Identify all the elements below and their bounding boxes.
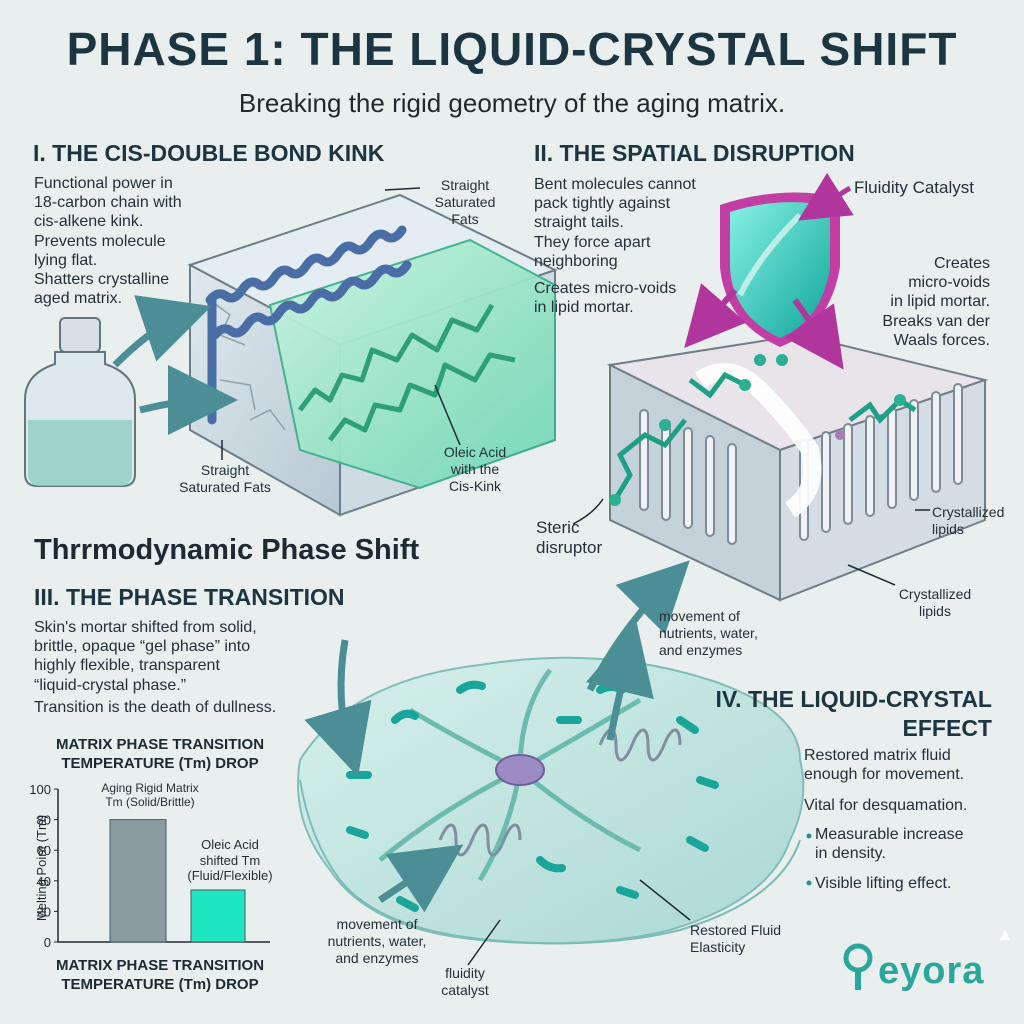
thermo-heading: Thrrmodynamic Phase Shift bbox=[34, 534, 420, 566]
section4-bullet-2: Visible lifting effect. bbox=[815, 875, 952, 892]
section4-vital: Vital for desquamation. bbox=[804, 797, 968, 814]
section3-body: Skin's mortar shifted from solid,brittle… bbox=[34, 619, 257, 694]
chart-bar-1 bbox=[109, 819, 167, 943]
chart-y-tick-label: 20 bbox=[37, 904, 51, 919]
section2-heading: II. THE SPATIAL DISRUPTION bbox=[534, 140, 855, 166]
chart-ticks: 100 80 60 40 20 0 bbox=[29, 782, 58, 950]
section3-heading: III. THE PHASE TRANSITION bbox=[34, 584, 345, 610]
label-fluidity-catalyst: Fluidity Catalyst bbox=[854, 178, 974, 197]
liquid-matrix-illustration bbox=[297, 560, 805, 966]
chart-y-label: Melting Point (Tm) bbox=[34, 815, 49, 921]
chart-y-tick-label: 100 bbox=[29, 782, 51, 797]
chart-y-tick-label: 0 bbox=[44, 935, 51, 950]
serum-bottle-illustration bbox=[24, 295, 238, 487]
section1-heading: I. THE CIS-DOUBLE BOND KINK bbox=[33, 140, 385, 166]
page-title: PHASE 1: THE LIQUID-CRYSTAL SHIFT bbox=[66, 23, 958, 75]
chart-bar-2 bbox=[190, 889, 246, 943]
chart-y-tick-label: 80 bbox=[37, 813, 51, 828]
brand-logo: eyora bbox=[878, 950, 985, 992]
spatial-disruption-illustration bbox=[572, 172, 989, 602]
lipid-block-illustration bbox=[187, 187, 558, 517]
chart-y-tick-label: 40 bbox=[37, 874, 51, 889]
page-subtitle: Breaking the rigid geometry of the aging… bbox=[238, 88, 786, 118]
section3-death: Transition is the death of dullness. bbox=[34, 699, 277, 716]
chart-bars bbox=[109, 819, 246, 943]
keyora-key-icon bbox=[843, 930, 1010, 990]
chart-y-tick-label: 60 bbox=[37, 843, 51, 858]
